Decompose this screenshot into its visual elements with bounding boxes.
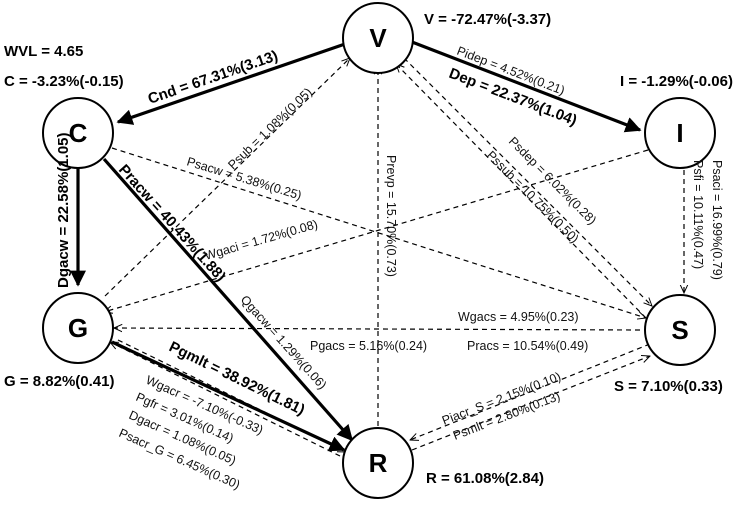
node-v: V: [342, 2, 414, 74]
node-v-label: V: [369, 23, 387, 53]
status-c: C = -3.23%(-0.15): [4, 73, 124, 90]
label-pgacs: Pgacs = 5.16%(0.24): [310, 339, 427, 353]
node-r: R: [342, 427, 414, 499]
label-psfi: Psfi = 10.11%(0.47): [691, 160, 705, 269]
node-g-label: G: [68, 313, 88, 343]
edge-dep: [411, 40, 642, 133]
edge-wgacs: [114, 328, 641, 330]
edge-psmlt: [410, 343, 651, 440]
status-r: R = 61.08%(2.84): [426, 470, 544, 487]
edge-wgaci: [104, 149, 649, 312]
wvl-label: WVL = 4.65: [4, 43, 83, 60]
edge-wgacr: [110, 341, 341, 457]
node-r-label: R: [369, 448, 388, 478]
node-i-label: I: [676, 118, 683, 148]
label-pracw: Pracw = 40.43%(1.88): [115, 161, 229, 285]
label-pracs: Pracs = 10.54%(0.49): [467, 339, 588, 353]
label-dgacw: Dgacw = 22.58%(1.05): [55, 132, 72, 288]
edge-pracw: [102, 157, 354, 442]
label-cnd: Cnd = 67.31%(3.13): [146, 47, 280, 107]
node-s-label: S: [671, 315, 688, 345]
edge-psub: [104, 58, 350, 297]
edge-psdep: [403, 57, 652, 306]
label-wgaci: Wgaci = 1.72%(0.08): [203, 217, 319, 263]
status-i: I = -1.29%(-0.06): [620, 73, 733, 90]
edge-cnd: [116, 42, 346, 125]
status-v: V = -72.47%(-3.37): [424, 11, 551, 28]
label-psaci: Psaci = 16.99%(0.79): [710, 160, 724, 280]
status-g: G = 8.82%(0.41): [4, 373, 114, 390]
node-s: S: [644, 294, 716, 366]
status-s: S = 7.10%(0.33): [614, 378, 723, 395]
edge-piacr-s: [411, 356, 650, 451]
edge-psacw: [111, 147, 646, 318]
label-wgacs: Wgacs = 4.95%(0.23): [458, 310, 579, 324]
node-c: C: [42, 97, 114, 169]
node-c-label: C: [69, 118, 88, 148]
edge-pgfr: [117, 339, 346, 453]
label-prevp: Prevp = 15.70%(0.73): [384, 155, 398, 277]
node-g: G: [42, 292, 114, 364]
label-psub: Psub = 1.08%(0.05): [225, 85, 314, 172]
node-i: I: [644, 97, 716, 169]
